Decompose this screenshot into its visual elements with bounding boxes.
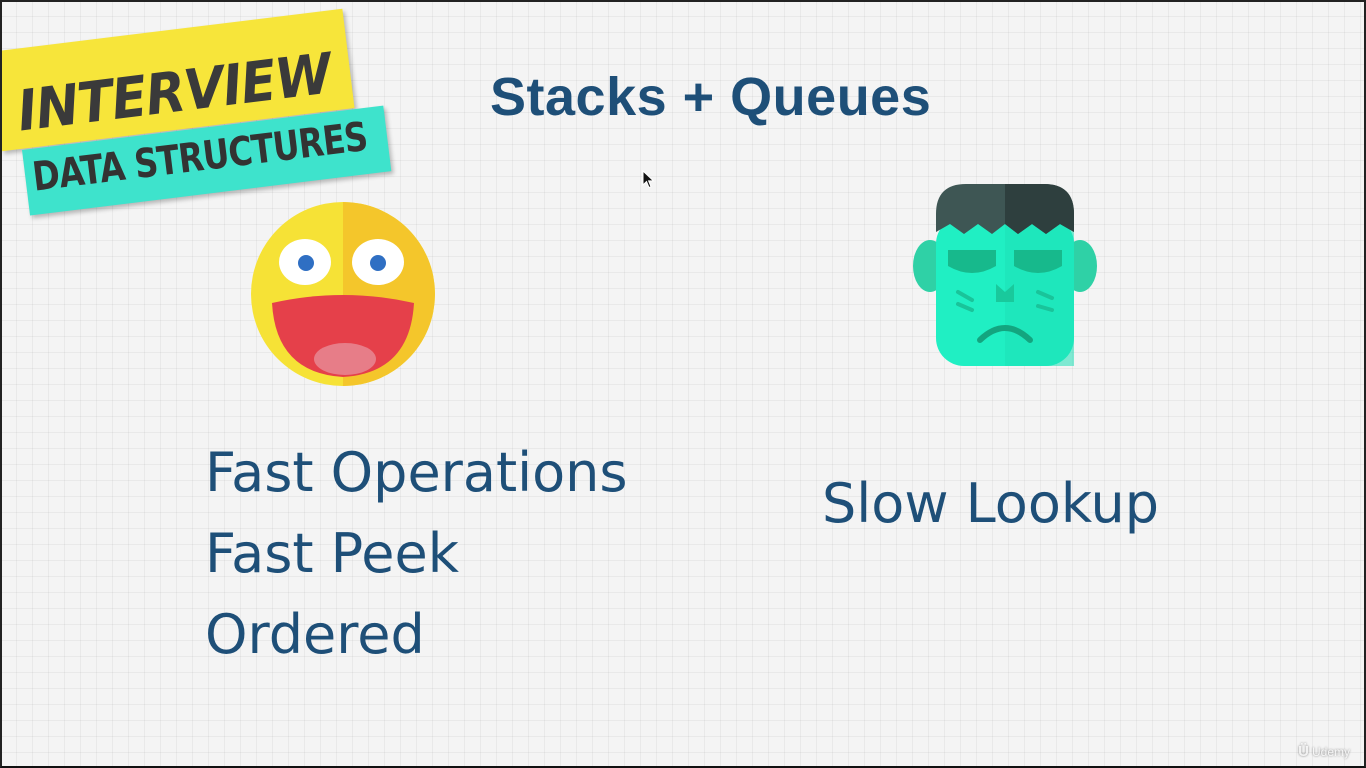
slide-title: Stacks + Queues: [490, 67, 932, 127]
happy-face-icon: [251, 202, 435, 386]
pros-item-fast-operations: Fast Operations: [205, 441, 628, 504]
udemy-watermark-text: Udemy: [1311, 744, 1350, 759]
cons-item-slow-lookup: Slow Lookup: [822, 472, 1159, 535]
pros-item-ordered: Ordered: [205, 603, 425, 666]
pros-list: Fast Operations Fast Peek Ordered: [205, 432, 628, 675]
pros-item-fast-peek: Fast Peek: [205, 522, 460, 585]
mouse-cursor-icon: [642, 170, 655, 189]
udemy-logo-icon: Ü: [1298, 743, 1309, 760]
udemy-watermark: Ü Udemy: [1298, 743, 1350, 760]
frankenstein-face-icon: [913, 184, 1097, 366]
course-badge: INTERVIEW DATA STRUCTURES: [0, 8, 400, 230]
